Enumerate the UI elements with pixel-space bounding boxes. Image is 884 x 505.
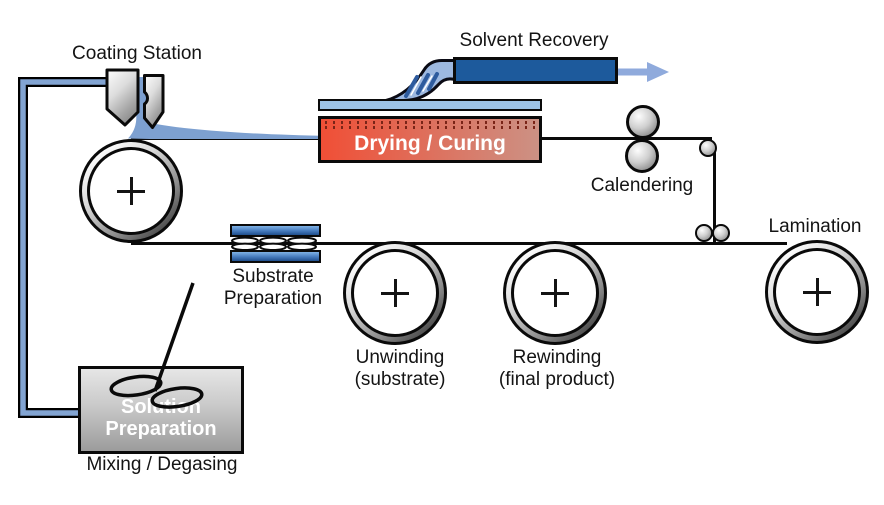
nozzle-dots-row (325, 121, 535, 124)
solvent-recovery-duct (453, 57, 618, 84)
vapor-plume-highlights (410, 75, 433, 96)
vapor-plume-streaks (404, 72, 439, 98)
calender-roller-top (626, 105, 660, 139)
coating-backing-roller (79, 139, 183, 243)
stirrer-shaft-icon (153, 282, 195, 392)
roller-cross-icon (541, 279, 569, 307)
lamination-nip-roller-right (712, 224, 730, 242)
unwinding-label: Unwinding (substrate) (354, 347, 446, 390)
mixing-degasing-label: Mixing / Degasing (86, 454, 238, 475)
calendering-label: Calendering (590, 175, 694, 196)
feed-pipe (20, 79, 142, 416)
nozzle-dots-row (325, 126, 535, 129)
flow-arrow-icon (618, 62, 669, 82)
lamination-roller (765, 240, 869, 344)
slot-die-right-body-icon (143, 74, 165, 129)
calender-roller-bottom (625, 139, 659, 173)
drying-curing-label: Drying / Curing (354, 132, 506, 155)
substrate-preparation-label: Substrate Preparation (223, 266, 323, 309)
stirrer-blade-right-icon (150, 386, 204, 409)
lamination-label: Lamination (768, 216, 862, 237)
coating-fluid (128, 77, 330, 139)
stirrer-blade-left-icon (109, 374, 163, 398)
rewinding-roller (503, 241, 607, 345)
treater-bottom-bar (230, 250, 321, 263)
lamination-nip-roller-left (695, 224, 713, 242)
roller-cross-icon (381, 279, 409, 307)
drying-curing-box: Drying / Curing (318, 116, 542, 163)
unwinding-roller (343, 241, 447, 345)
dryer-hood (318, 99, 542, 111)
roller-cross-icon (117, 177, 145, 205)
guide-roller (699, 139, 717, 157)
roller-cross-icon (803, 278, 831, 306)
rewinding-label: Rewinding (final product) (498, 347, 616, 390)
solvent-recovery-label: Solvent Recovery (459, 30, 609, 51)
slot-die-left-body-icon (105, 68, 140, 127)
vapor-plume-icon (384, 59, 458, 103)
treater-top-bar (230, 224, 321, 237)
coating-station-label: Coating Station (72, 43, 202, 64)
